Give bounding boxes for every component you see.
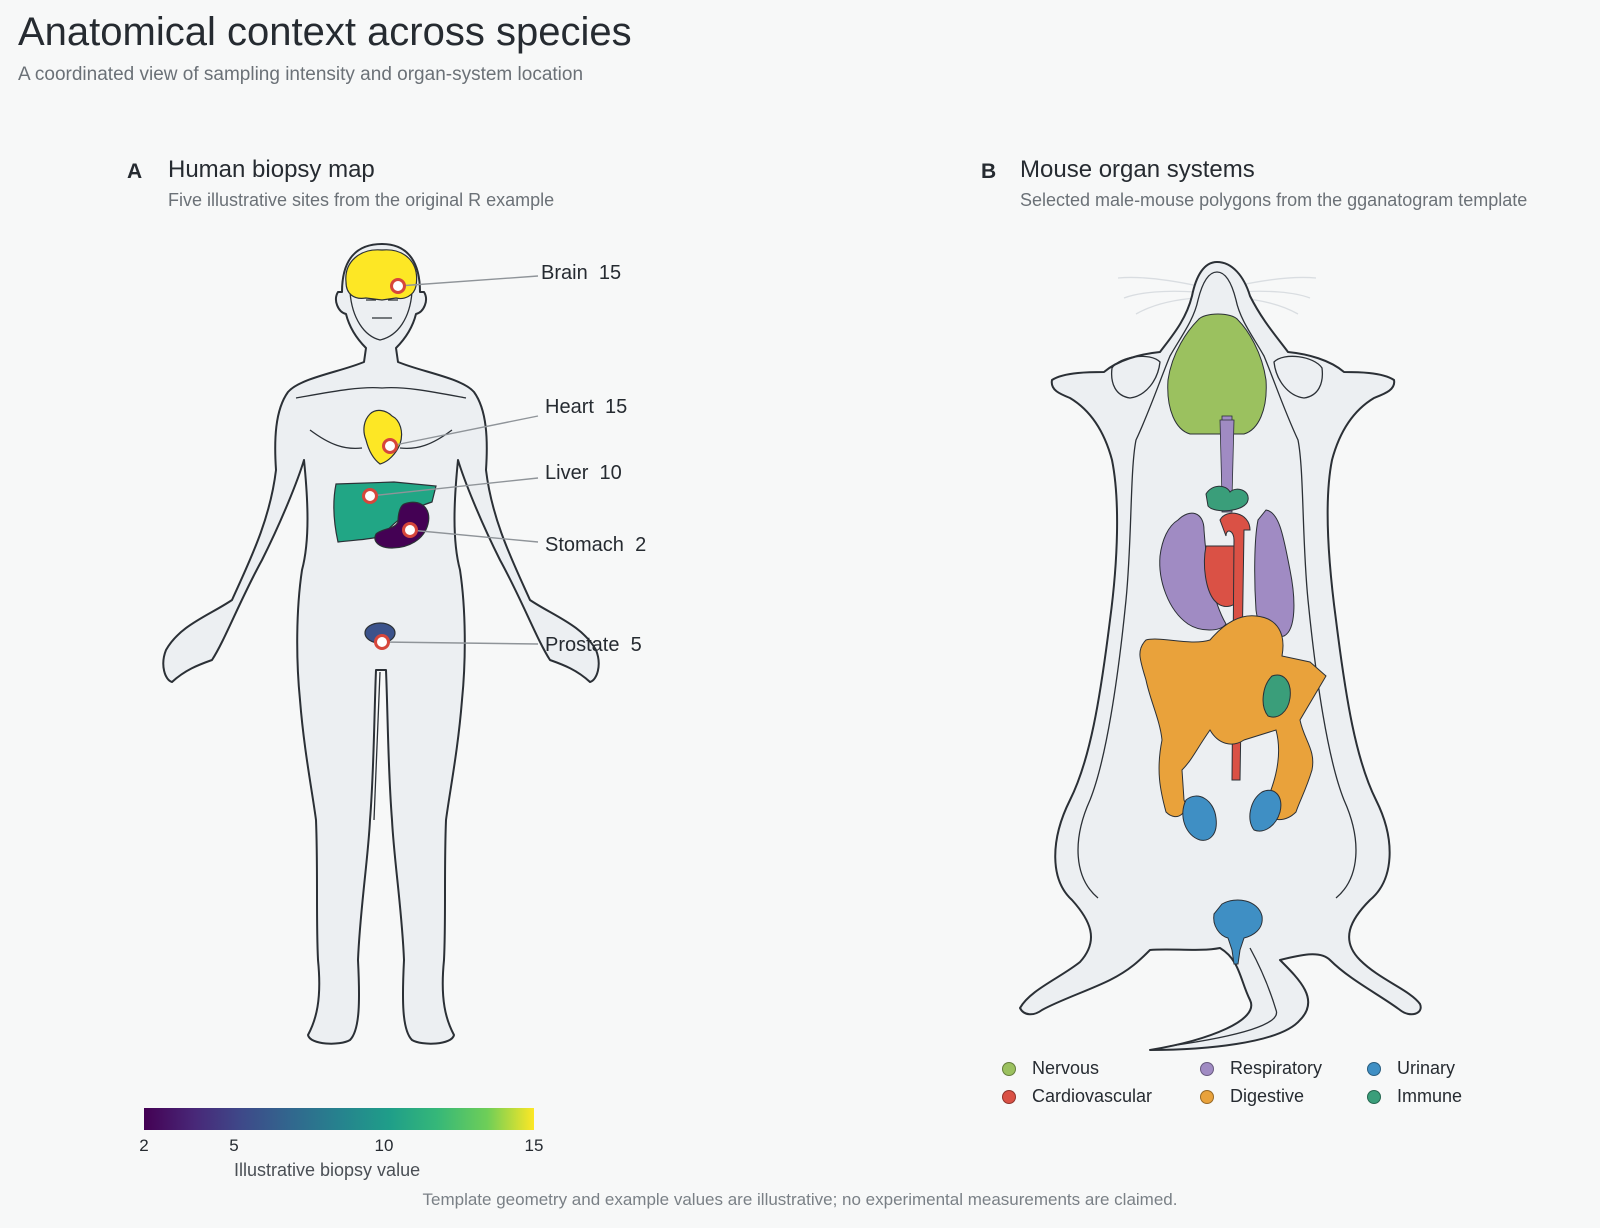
colorbar-tick-2: 2 (139, 1136, 149, 1155)
legend-item-digestive: Digestive (1200, 1086, 1304, 1107)
prostate-marker (374, 634, 390, 650)
colorbar-tick-10: 10 (374, 1136, 394, 1155)
panel-a-letter: A (127, 160, 143, 183)
page-subtitle: A coordinated view of sampling intensity… (18, 64, 584, 85)
page-title: Anatomical context across species (18, 10, 632, 54)
leader-lines (369, 275, 539, 645)
legend-swatch-respiratory (1200, 1061, 1214, 1076)
liver-marker (362, 488, 378, 504)
legend-swatch-nervous (1002, 1061, 1016, 1076)
kidney-right (1249, 789, 1282, 832)
panel-a-subtitle: Five illustrative sites from the origina… (168, 190, 555, 210)
colorbar-title: Illustrative biopsy value (234, 1160, 421, 1180)
legend-item-urinary: Urinary (1367, 1058, 1455, 1079)
kidney-left (1182, 795, 1217, 841)
brain-marker (390, 278, 406, 294)
panel-b-subtitle: Selected male-mouse polygons from the gg… (1020, 190, 1528, 210)
brain-organ (345, 249, 418, 301)
site-label-prostate: Prostate 5 (545, 634, 642, 656)
legend-item-immune: Immune (1367, 1086, 1462, 1107)
legend-swatch-cardiovascular (1002, 1089, 1016, 1104)
panel-b-title: Mouse organ systems (1020, 156, 1255, 183)
colorbar-tick-15: 15 (524, 1136, 544, 1155)
legend-item-respiratory: Respiratory (1200, 1058, 1322, 1079)
site-label-liver: Liver 10 (545, 462, 622, 484)
site-label-brain: Brain 15 (541, 262, 622, 284)
legend-item-nervous: Nervous (1002, 1058, 1099, 1079)
lung-left (1159, 512, 1227, 631)
colorbar-tick-5: 5 (229, 1136, 239, 1155)
mouse-inner-outline (1077, 271, 1357, 1047)
human-body-details (295, 251, 467, 821)
site-markers (362, 278, 418, 650)
heart-marker (382, 438, 398, 454)
digestive-mouse (1139, 615, 1327, 820)
footer-note: Template geometry and example values are… (422, 1190, 1178, 1209)
site-label-heart: Heart 15 (545, 396, 628, 418)
brain-mouse (1167, 313, 1267, 435)
lung-right (1254, 509, 1295, 638)
thymus (1205, 485, 1249, 512)
colorbar (144, 1108, 534, 1130)
legend-swatch-immune (1367, 1089, 1381, 1104)
spleen (1262, 674, 1291, 718)
panel-a-title: Human biopsy map (168, 156, 375, 183)
stomach-organ (374, 501, 430, 549)
stomach-marker (402, 522, 418, 538)
site-label-stomach: Stomach 2 (545, 534, 647, 556)
bladder (1213, 899, 1263, 965)
legend-item-cardiovascular: Cardiovascular (1002, 1086, 1152, 1107)
panel-b-letter: B (981, 160, 997, 183)
legend-swatch-urinary (1367, 1061, 1381, 1076)
legend-swatch-digestive (1200, 1089, 1214, 1104)
